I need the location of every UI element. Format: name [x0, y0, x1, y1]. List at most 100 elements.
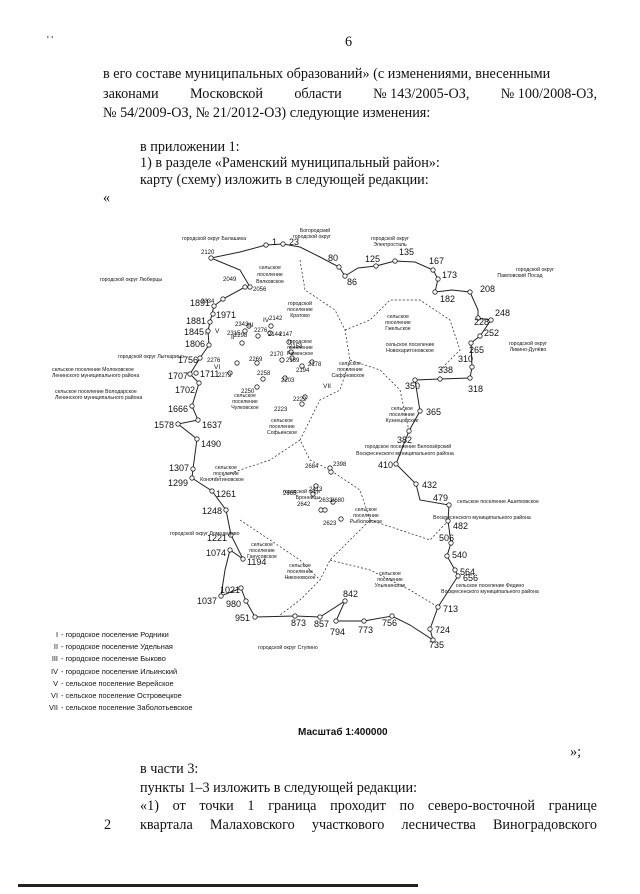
- boundary-point-number: 842: [343, 589, 358, 599]
- word: «1): [140, 798, 159, 814]
- boundary-point: [437, 376, 443, 382]
- boundary-point: [288, 349, 294, 355]
- boundary-point-number: 1074: [206, 548, 226, 558]
- boundary-point-number: 951: [235, 613, 250, 623]
- word: от: [172, 798, 186, 814]
- boundary-point: [206, 342, 212, 348]
- region-label: Ульянинское: [375, 583, 406, 589]
- legend-text: - сельское поселение Верейское: [61, 678, 174, 688]
- boundary-point: [263, 242, 269, 248]
- legend-item: VII- сельское поселение Заболотьевское: [40, 702, 193, 714]
- boundary-point: [195, 417, 201, 423]
- boundary-point-number: 1707: [168, 371, 188, 381]
- boundary-point-number: 2665: [283, 491, 297, 497]
- boundary-point-number: 318: [468, 384, 483, 394]
- boundary-point: [218, 593, 224, 599]
- region-label: городской округ Лыткарино: [118, 353, 184, 360]
- word: граница: [268, 798, 317, 814]
- legend-item: IV- городское поселение Ильинский: [40, 666, 193, 678]
- boundary-point-number: 2258: [257, 371, 271, 377]
- boundary-point: [469, 364, 475, 370]
- boundary-point: [194, 436, 200, 442]
- region-label: городской округ Ступино: [258, 644, 318, 651]
- boundary-point-number: 506: [439, 533, 454, 543]
- region-label: сельское поселение Ашитковское: [457, 499, 539, 505]
- boundary-point-number: 2315: [227, 331, 241, 337]
- boundary-point-number: 2250: [241, 389, 255, 395]
- boundary-point: [282, 375, 288, 381]
- boundary-point: [190, 466, 196, 472]
- boundary-point: [227, 370, 233, 376]
- boundary-point: [228, 532, 234, 538]
- internal-boundary-line: [369, 519, 449, 541]
- boundary-point-number: 1891: [190, 298, 210, 308]
- boundary-point: [361, 618, 367, 624]
- boundary-point-number: 252: [484, 328, 499, 338]
- region-label: поселение: [377, 577, 403, 583]
- legend-roman: VI: [51, 691, 58, 701]
- settlement-numeral: III: [248, 322, 254, 329]
- boundary-point: [289, 355, 295, 361]
- boundary-point-number: 1711: [200, 369, 219, 379]
- boundary-point: [317, 614, 323, 620]
- region-label: Ликино-Дулёво: [510, 347, 547, 353]
- text-line: в его составе муниципальных образований»…: [103, 66, 597, 83]
- boundary-point: [299, 363, 305, 369]
- region-label: поселение: [257, 272, 283, 278]
- boundary-point: [413, 481, 419, 487]
- boundary-point: [475, 315, 481, 321]
- boundary-point: [309, 359, 315, 365]
- boundary-point-number: 1756: [178, 355, 198, 365]
- boundary-point: [435, 276, 441, 282]
- boundary-point: [445, 518, 451, 524]
- word: Московской: [189, 86, 263, 102]
- bottom-rule: [18, 884, 418, 887]
- boundary-point: [302, 394, 308, 400]
- region-label: Павловский Посад: [497, 272, 542, 279]
- boundary-point-number: 1: [272, 237, 277, 247]
- boundary-point-number: 182: [440, 294, 455, 304]
- region-label: Воскресенского муниципального района: [441, 588, 539, 595]
- region-label: сельское поселение: [386, 342, 435, 348]
- boundary-point-number: 2398: [333, 462, 347, 468]
- boundary-point: [210, 311, 216, 317]
- settlement-numeral: II: [231, 334, 235, 341]
- word: области: [294, 86, 342, 102]
- boundary-point-number: 756: [382, 618, 397, 628]
- boundary-point-number: 432: [422, 480, 437, 490]
- boundary-point: [322, 507, 328, 513]
- region-label: сельское: [251, 542, 273, 548]
- word: 1: [247, 798, 255, 814]
- boundary-point-number: 23: [289, 237, 299, 247]
- boundary-point: [406, 428, 412, 434]
- boundary-point: [373, 263, 379, 269]
- boundary-point: [223, 507, 229, 513]
- text-line: карту (схему) изложить в следующей редак…: [140, 172, 429, 188]
- boundary-point-number: 857: [314, 619, 329, 629]
- boundary-point: [488, 317, 494, 323]
- legend-text: - городское поселение Удельная: [61, 642, 173, 652]
- boundary-point-number: 2633: [319, 498, 333, 504]
- boundary-point-number: 540: [452, 550, 467, 560]
- boundary-point-number: 656: [463, 573, 478, 583]
- word: границе: [548, 798, 597, 814]
- boundary-point-number: 724: [435, 625, 450, 635]
- boundary-point-number: 248: [495, 308, 510, 318]
- boundary-point: [342, 273, 348, 279]
- region-label: поселение: [287, 307, 313, 313]
- boundary-point-number: 2153: [289, 344, 303, 350]
- text-line: 1) в разделе «Раменский муниципальный ра…: [140, 155, 440, 171]
- legend-item: VI- сельское поселение Островецкое: [40, 690, 193, 702]
- boundary-point-number: 980: [226, 599, 241, 609]
- boundary-point-number: 1261: [216, 489, 236, 499]
- word: Малаховского: [209, 817, 295, 833]
- word: № 100/2008-ОЗ,: [500, 86, 597, 102]
- boundary-point: [310, 491, 316, 497]
- boundary-point: [286, 339, 292, 345]
- boundary-point-number: 2298: [234, 333, 248, 339]
- boundary-point-number: 2194: [296, 368, 310, 374]
- boundary-point-number: 173: [442, 270, 457, 280]
